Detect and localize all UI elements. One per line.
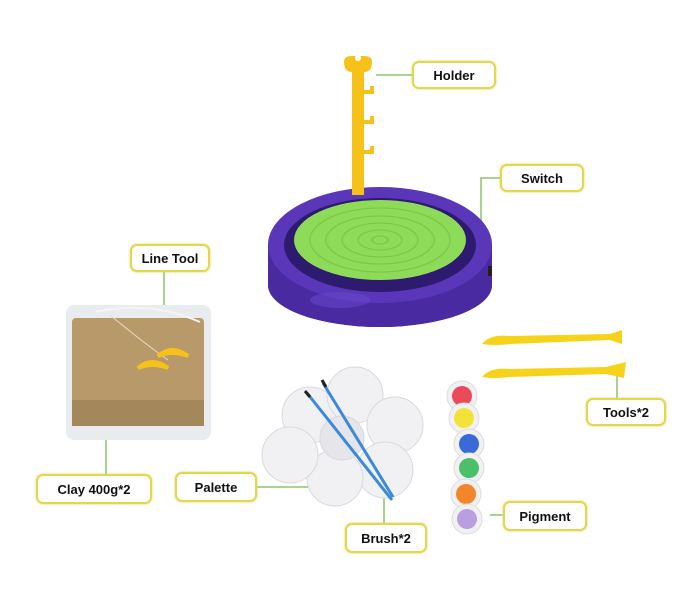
- label-holder: Holder: [412, 61, 496, 89]
- sculpting-tools: [482, 330, 626, 378]
- label-line-tool: Line Tool: [130, 244, 210, 272]
- label-palette: Palette: [175, 472, 257, 502]
- pigment-pots: [446, 380, 485, 535]
- brushes: [303, 379, 395, 501]
- label-clay: Clay 400g*2: [36, 474, 152, 504]
- holder-part: [344, 55, 374, 195]
- clay-bag: [66, 305, 211, 440]
- label-switch: Switch: [500, 164, 584, 192]
- paint-palette: [261, 366, 424, 507]
- label-brush: Brush*2: [345, 523, 427, 553]
- label-tools: Tools*2: [586, 398, 666, 426]
- pottery-wheel: [268, 187, 492, 327]
- label-pigment: Pigment: [503, 501, 587, 531]
